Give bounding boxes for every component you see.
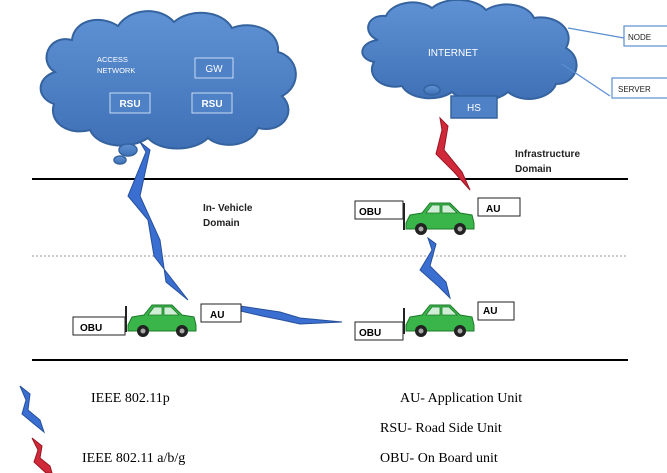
legend-rsu-definition: RSU- Road Side Unit: [380, 421, 502, 436]
server-link: [561, 63, 611, 97]
node-box: [623, 25, 667, 47]
ieee-80211abg-bolt-hs-to-vehicle: [435, 116, 471, 191]
au-label-bottom-left: AU: [210, 310, 224, 321]
access-network-label-2: NETWORK: [97, 66, 135, 75]
obu-label-bottom-left: OBU: [80, 323, 102, 334]
au-label-top-right: AU: [486, 204, 500, 215]
obu-label-top-right: OBU: [359, 207, 381, 218]
legend-au-definition: AU- Application Unit: [400, 391, 522, 406]
legend: IEEE 802.11p IEEE 802.11 a/b/g AU- Appli…: [19, 385, 522, 473]
infrastructure-domain-label-2: Domain: [515, 164, 552, 175]
gw-label: GW: [205, 64, 223, 75]
au-box-bottom-right: [477, 301, 515, 321]
legend-ieee-80211p-label: IEEE 802.11p: [91, 391, 170, 406]
car-icon-top-right: [405, 202, 475, 236]
legend-ieee-80211p-bolt: [19, 385, 46, 434]
vehicle-top-right: OBU AU: [354, 197, 521, 236]
rsu-right-box: [191, 92, 233, 114]
internet-cloud: [361, 0, 578, 102]
legend-ieee-80211abg-label: IEEE 802.11 a/b/g: [82, 451, 185, 466]
internet-label: INTERNET: [428, 48, 478, 59]
in-vehicle-domain-label-2: Domain: [203, 218, 240, 229]
rsu-right-label: RSU: [201, 99, 222, 110]
vehicle-bottom-right: OBU AU: [354, 301, 515, 341]
rsu-left-label: RSU: [119, 99, 140, 110]
server-label: SERVER: [618, 85, 651, 94]
au-box-bottom-left: [200, 303, 242, 323]
access-network-cloud: [39, 10, 297, 165]
access-network-label-1: ACCESS: [97, 55, 128, 64]
au-label-bottom-right: AU: [483, 306, 497, 317]
node-label: NODE: [628, 33, 651, 42]
car-icon-bottom-left: [127, 304, 197, 338]
node-link: [567, 27, 625, 39]
ieee-80211p-bolt-rsu-to-vehicle: [127, 141, 189, 301]
car-icon-bottom-right: [405, 304, 475, 338]
au-box-top-right: [477, 197, 521, 217]
infrastructure-domain-label-1: Infrastructure: [515, 149, 580, 160]
obu-label-bottom-right: OBU: [359, 328, 381, 339]
ieee-80211p-bolt-v2v-horizontal: [235, 305, 343, 325]
rsu-left-box: [109, 92, 151, 114]
vehicle-bottom-left: OBU AU: [72, 303, 242, 338]
hs-box: [450, 95, 498, 119]
server-box: [611, 77, 667, 99]
gw-box: [194, 57, 234, 79]
ieee-80211p-bolt-v2v-vertical: [419, 236, 451, 300]
hs-label: HS: [467, 103, 481, 114]
legend-obu-definition: OBU- On Board unit: [380, 451, 498, 466]
legend-ieee-80211abg-bolt: [31, 437, 53, 473]
in-vehicle-domain-label-1: In- Vehicle: [203, 203, 253, 214]
